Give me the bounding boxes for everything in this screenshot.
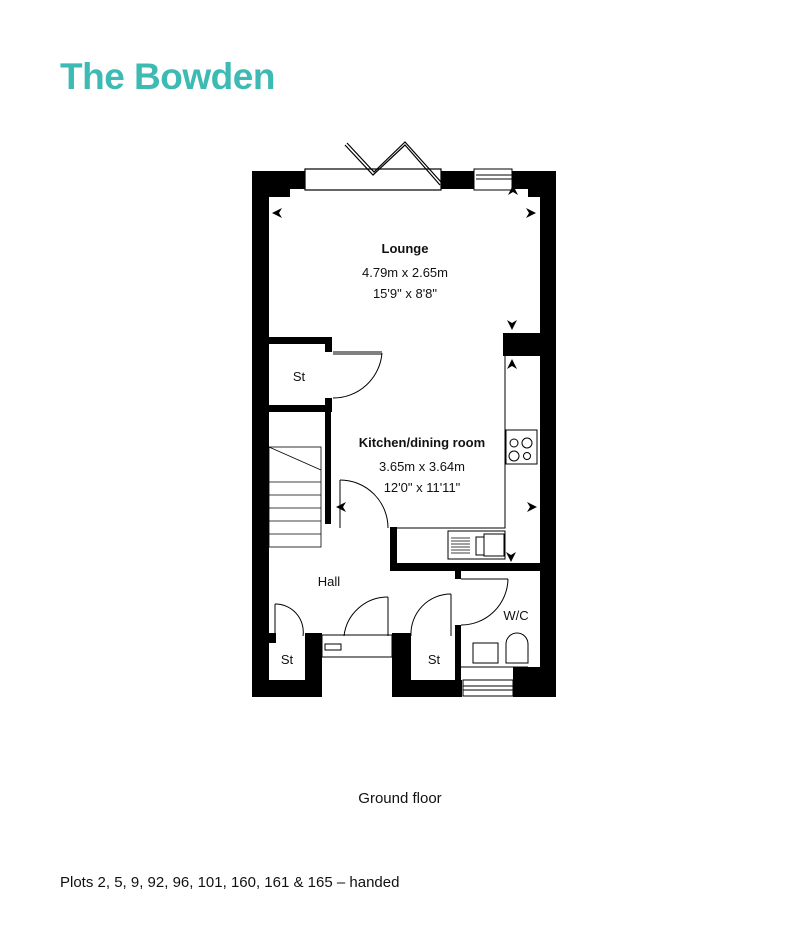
window-top [473,168,513,191]
wc-label: W/C [503,608,528,623]
stairs [268,446,322,548]
page-title: The Bowden [60,56,275,97]
lounge-metric: 4.79m x 2.65m [362,265,448,280]
floor-label: Ground floor [358,790,442,807]
wc-door [460,578,509,626]
lounge-imperial: 15'9" x 8'8" [373,286,437,301]
plots-note: Plots 2, 5, 9, 92, 96, 101, 160, 161 & 1… [60,874,400,891]
store-left-label: St [281,652,294,667]
hall-label: Hall [318,574,341,589]
kitchen-counter [397,356,538,560]
kitchen-metric: 3.65m x 3.64m [379,459,465,474]
store-right-label: St [428,652,441,667]
store-upper-label: St [293,369,306,384]
hall-doors [274,593,452,658]
lounge-label: Lounge [382,241,429,256]
kitchen-imperial: 12'0" x 11'11" [384,480,461,495]
kitchen-label: Kitchen/dining room [359,435,485,450]
wc-fixtures [461,632,529,697]
store-door-upper [332,351,383,399]
bifold-door [304,141,442,191]
kitchen-door [339,479,389,529]
dimension-arrows [272,185,537,562]
walls [252,171,556,697]
